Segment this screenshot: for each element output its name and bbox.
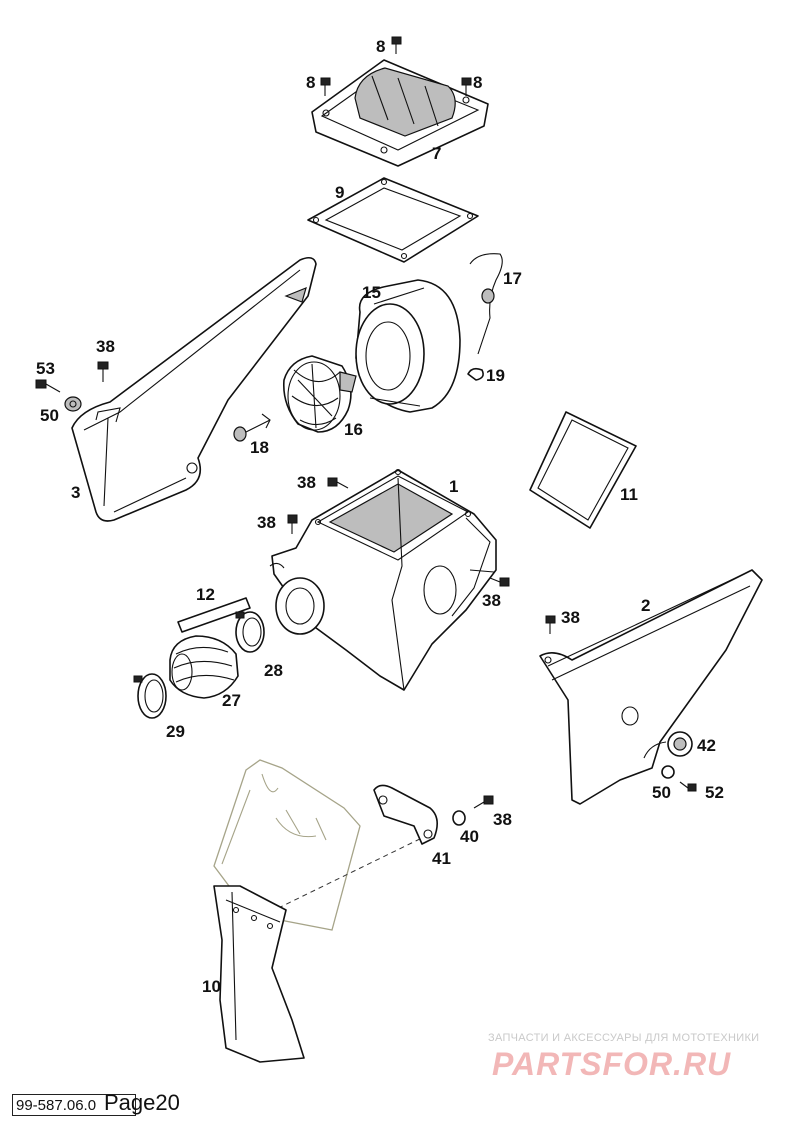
bolt-part-8-right — [461, 77, 472, 96]
label-part-11: 11 — [620, 485, 638, 504]
document-code: 99-587.06.0 — [12, 1094, 136, 1116]
label-part-8-top: 8 — [376, 37, 385, 56]
bolt-part-38-left — [97, 361, 109, 382]
label-part-38-left: 38 — [96, 337, 115, 356]
label-part-53: 53 — [36, 359, 55, 378]
gasket-part-9 — [307, 177, 479, 263]
bolt-part-8-left — [320, 77, 331, 96]
label-part-8-left: 8 — [306, 73, 315, 92]
bolt-part-38-box-left — [287, 514, 298, 534]
filter-foam-part-11 — [529, 411, 637, 529]
airbox-part-1 — [269, 468, 497, 691]
watermark-logo: PARTSFOR.RU — [492, 1046, 732, 1082]
screw-part-18 — [233, 413, 271, 442]
label-part-9: 9 — [335, 183, 344, 202]
label-part-38-box-right: 38 — [482, 591, 501, 610]
label-part-38-bottom: 38 — [493, 810, 512, 829]
bolt-part-52 — [679, 781, 697, 792]
bolt-part-8-top — [391, 36, 402, 54]
clip-part-19 — [467, 367, 484, 381]
side-cover-part-3 — [71, 256, 317, 522]
label-part-38-box-top: 38 — [297, 473, 316, 492]
label-part-3: 3 — [71, 483, 80, 502]
label-part-16: 16 — [344, 420, 363, 439]
bolt-part-38-box-top — [327, 477, 349, 489]
label-part-38-box-left: 38 — [257, 513, 276, 532]
bolt-part-53 — [35, 379, 61, 393]
clamp-part-29 — [133, 673, 167, 719]
label-part-28: 28 — [264, 661, 283, 680]
label-part-40: 40 — [460, 827, 479, 846]
label-part-50-left: 50 — [40, 406, 59, 425]
lid-part-7 — [311, 59, 489, 167]
label-part-12: 12 — [196, 585, 215, 604]
label-part-10: 10 — [202, 977, 221, 996]
washer-part-50-left — [64, 396, 82, 412]
boot-part-27 — [169, 635, 239, 699]
bracket-part-41 — [373, 784, 438, 845]
label-part-50-right: 50 — [652, 783, 671, 802]
label-part-41: 41 — [432, 849, 451, 868]
bolt-part-38-box-right — [489, 577, 510, 587]
assembly-dashed-line — [261, 833, 431, 917]
label-part-18: 18 — [250, 438, 269, 457]
label-part-42: 42 — [697, 736, 716, 755]
tube-part-12 — [177, 597, 251, 633]
label-part-27: 27 — [222, 691, 241, 710]
bolt-part-38-bottom — [473, 795, 494, 809]
washer-part-40 — [452, 810, 466, 826]
bolt-part-38-right — [545, 615, 556, 634]
mudflap-part-10 — [213, 885, 305, 1063]
label-part-15: 15 — [362, 283, 381, 302]
label-part-52: 52 — [705, 783, 724, 802]
label-part-19: 19 — [486, 366, 505, 385]
wire-part-17 — [469, 253, 503, 355]
clamp-part-28 — [235, 611, 265, 653]
label-part-1: 1 — [449, 477, 458, 496]
page-label: Page20 — [104, 1090, 180, 1115]
air-filter-part-15 — [355, 279, 461, 413]
grommet-part-42 — [667, 731, 693, 757]
washer-part-50-right — [661, 765, 675, 779]
label-part-38-right: 38 — [561, 608, 580, 627]
label-part-29: 29 — [166, 722, 185, 741]
ghost-rear-frame — [213, 759, 361, 931]
side-cover-part-2 — [539, 569, 763, 805]
label-part-17: 17 — [503, 269, 522, 288]
label-part-8-right: 8 — [473, 73, 482, 92]
label-part-7: 7 — [432, 144, 441, 163]
filter-cage-part-16 — [282, 355, 357, 433]
watermark-tagline: ЗАПЧАСТИ И АКСЕССУАРЫ ДЛЯ МОТОТЕХНИКИ — [488, 1032, 760, 1044]
label-part-2: 2 — [641, 596, 650, 615]
